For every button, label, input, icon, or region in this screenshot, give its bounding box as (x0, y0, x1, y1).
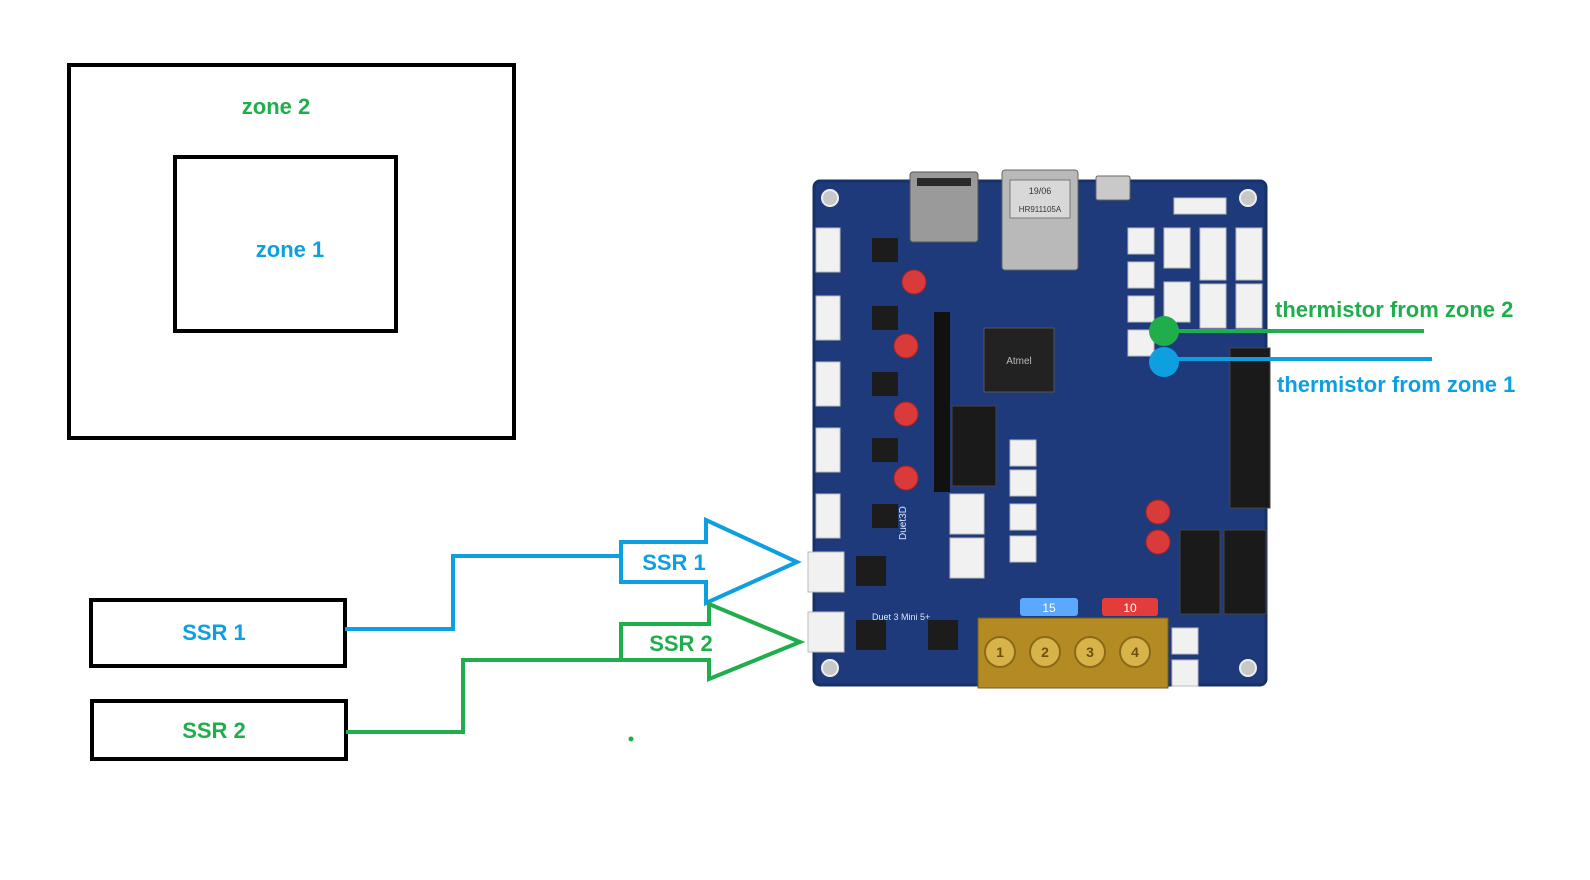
ssr-2-arrow-label: SSR 2 (649, 631, 713, 656)
ssr-1-arrow-label: SSR 1 (642, 550, 706, 575)
driver-chip (872, 372, 898, 396)
mcu-chip (983, 327, 1055, 393)
driver-connector (815, 295, 841, 341)
jack-date: 19/06 (1029, 186, 1052, 196)
terminal-mark: 1 (996, 644, 1004, 660)
ssr-1-arrow (619, 516, 802, 607)
zone-1-label: zone 1 (256, 237, 324, 262)
ssr-2-box-label: SSR 2 (182, 718, 246, 743)
connector (1199, 283, 1227, 329)
pin-header (934, 312, 950, 492)
idc-header (1229, 347, 1271, 509)
connector (1127, 227, 1155, 255)
duet-board: 19/06 HR911105A (807, 169, 1271, 689)
connector (1171, 627, 1199, 655)
zone-2-label: zone 2 (242, 94, 310, 119)
connector (1171, 659, 1199, 687)
driver-connector (815, 427, 841, 473)
terminal-screw (1029, 636, 1061, 668)
driver-connector (815, 361, 841, 407)
terminal-mark: 2 (1041, 644, 1049, 660)
ssr-2-wire (346, 658, 621, 734)
terminal-screw (984, 636, 1016, 668)
connector (949, 537, 985, 579)
connector (1235, 227, 1263, 281)
sd-card-slot (909, 171, 979, 243)
idc-header (951, 405, 997, 487)
connector (1199, 227, 1227, 281)
connector (1173, 197, 1227, 215)
thermistor-zone-1-label: thermistor from zone 1 (1277, 372, 1515, 397)
mosfet (856, 620, 886, 650)
model-silk: Duet 3 Mini 5+ (872, 612, 930, 622)
connector (1009, 503, 1037, 531)
out-connector (807, 551, 845, 593)
ssr-1-wire (345, 554, 621, 631)
jack-part: HR911105A (1019, 205, 1062, 214)
capacitor (1145, 499, 1171, 525)
driver-chip (872, 306, 898, 330)
capacitor (901, 269, 927, 295)
connector (1009, 469, 1037, 497)
idc-header (1179, 529, 1221, 615)
capacitor (893, 465, 919, 491)
connector (1127, 261, 1155, 289)
driver-chip (872, 438, 898, 462)
connector (1009, 535, 1037, 563)
zone-2-box (67, 63, 516, 440)
capacitor (1145, 529, 1171, 555)
brand-silk: Duet3D (898, 506, 909, 540)
driver-chip (872, 238, 898, 262)
ssr-1-box (89, 598, 347, 668)
connector (949, 493, 985, 535)
connector (1163, 281, 1191, 323)
driver-chip (872, 504, 898, 528)
out-connector (807, 611, 845, 653)
connector (1009, 439, 1037, 467)
thermistor-zone-2-label: thermistor from zone 2 (1275, 297, 1513, 322)
driver-connector (815, 227, 841, 273)
mount-hole (821, 189, 839, 207)
connector (1163, 227, 1191, 269)
thermistor-zone-1-dot (1149, 347, 1179, 377)
thermistor-zone-2-dot (1149, 316, 1179, 346)
ssr-2-arrow (619, 600, 806, 682)
connector (1235, 283, 1263, 329)
terminal-screw (1119, 636, 1151, 668)
mount-hole (1239, 189, 1257, 207)
connector (1127, 295, 1155, 323)
terminal-mark: 4 (1131, 644, 1139, 660)
terminal-mark: 3 (1086, 644, 1094, 660)
fuse-red-label: 10 (1123, 601, 1137, 615)
capacitor (893, 333, 919, 359)
mount-hole (1239, 659, 1257, 677)
fuse-red (1102, 598, 1158, 616)
mosfet (856, 556, 886, 586)
mount-hole (821, 659, 839, 677)
ssr-1-box-label: SSR 1 (182, 620, 246, 645)
stray-dot (628, 736, 634, 742)
usb-port (1095, 175, 1131, 201)
mosfet (928, 620, 958, 650)
capacitor (893, 401, 919, 427)
fuse-blue (1020, 598, 1078, 616)
zone-1-box (173, 155, 398, 333)
idc-header (1223, 529, 1267, 615)
fuse-blue-label: 15 (1042, 601, 1056, 615)
driver-connector (815, 493, 841, 539)
mcu-text: Atmel (1006, 356, 1032, 367)
terminal-screw (1074, 636, 1106, 668)
